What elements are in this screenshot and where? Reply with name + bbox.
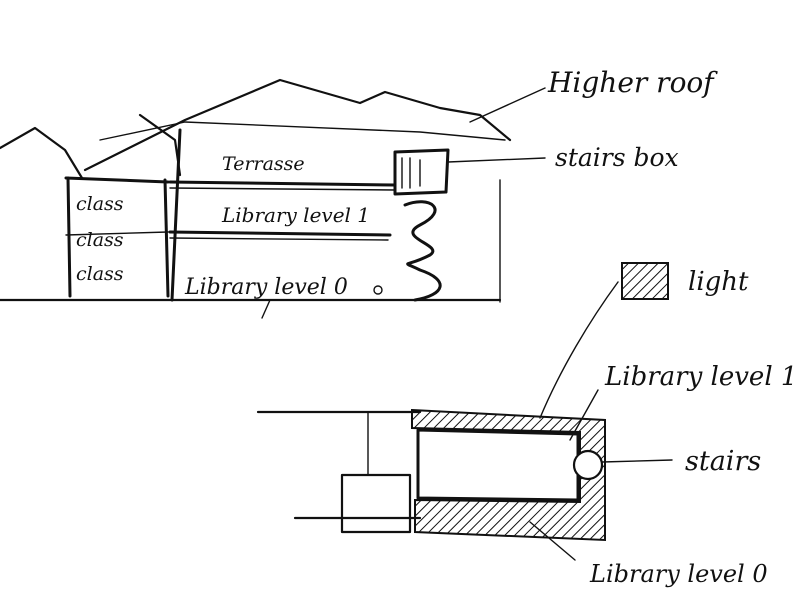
stairs-box <box>393 148 450 196</box>
plan-small-room <box>340 473 412 534</box>
higher-roof-outline <box>83 78 512 172</box>
label-class-top: class <box>76 193 124 215</box>
classroom-top-line <box>64 176 170 184</box>
label-terrasse: Terrasse <box>222 153 305 175</box>
terrasse-floor-under <box>169 187 396 191</box>
label-stairs-box: stairs box <box>555 143 679 172</box>
library-level-1-plan-leader <box>569 389 599 441</box>
library-level-1-floor-under <box>169 237 389 241</box>
stairs-landing-circle <box>373 285 383 295</box>
terrasse-floor <box>168 180 397 187</box>
left-hill-line <box>0 126 84 180</box>
label-class-bottom: class <box>76 263 124 285</box>
classroom-mid-line <box>65 231 169 236</box>
stairs-box-leader <box>447 157 546 163</box>
plan-drawing: Library level 1 stairs Library level 0 <box>256 281 797 588</box>
classroom-block-right-wall <box>163 178 170 298</box>
stairs-box-hatch <box>401 157 421 189</box>
spiral-stairs <box>403 200 442 302</box>
label-library-level-0-section: Library level 0 <box>184 275 348 300</box>
label-light: light <box>688 267 749 297</box>
light-zone-top <box>411 408 606 542</box>
label-library-level-0-plan: Library level 0 <box>589 560 768 588</box>
stairs-leader <box>601 459 673 463</box>
library-front-wall <box>170 128 182 302</box>
label-class-mid: class <box>76 229 124 251</box>
label-stairs: stairs <box>685 446 761 477</box>
classroom-block-left-wall <box>66 176 72 298</box>
roof-slope-line <box>99 121 506 141</box>
label-library-level-1-section: Library level 1 <box>221 203 370 227</box>
higher-roof-leader <box>469 87 546 123</box>
library-level-0-leader <box>261 299 271 319</box>
label-library-level-1-plan: Library level 1 <box>604 362 797 392</box>
library-void <box>416 428 580 502</box>
label-higher-roof: Higher roof <box>547 66 718 99</box>
light-legend-swatch <box>621 262 669 300</box>
library-level-0-plan-leader <box>529 521 576 561</box>
library-level-1-floor <box>168 230 392 237</box>
plan-stairs-circle <box>572 449 604 481</box>
legend: light <box>621 262 749 300</box>
light-leader <box>539 281 619 419</box>
section-drawing: Higher roof stairs box Terrasse Library … <box>0 66 718 319</box>
